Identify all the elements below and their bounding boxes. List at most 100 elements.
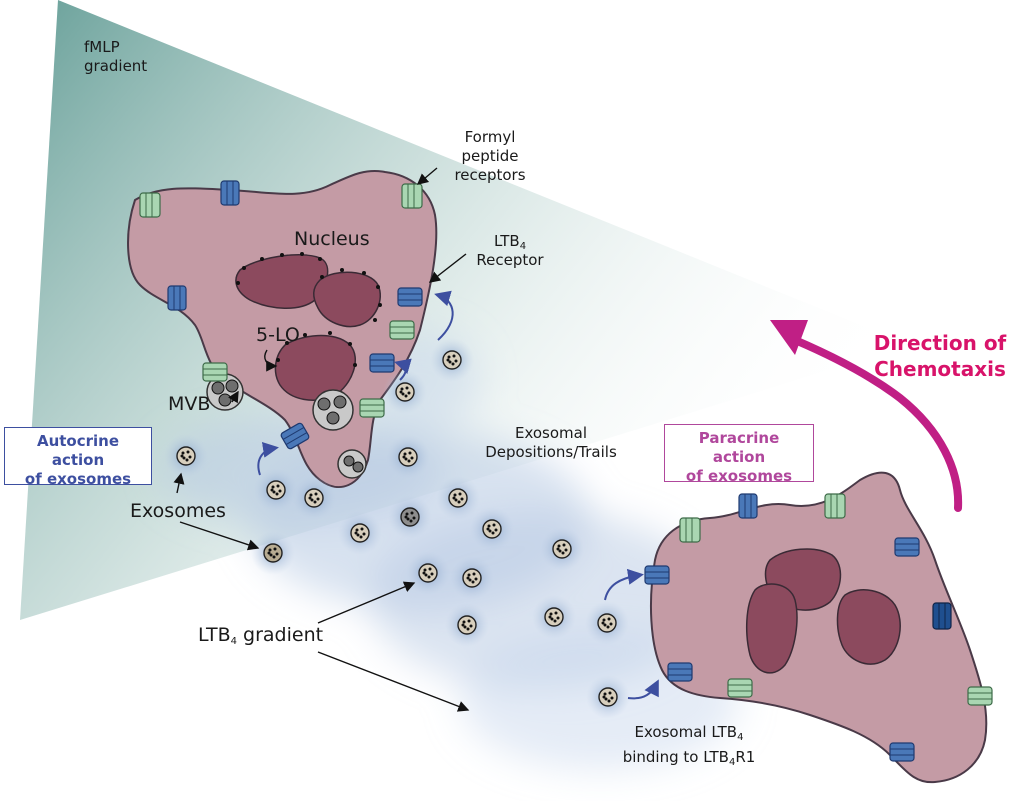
exosome-cargo-dot <box>608 691 612 695</box>
exosome-cargo-dot <box>362 532 366 536</box>
exosome-cargo-dot <box>276 484 280 488</box>
fmlp-label-line2: gradient <box>84 57 148 75</box>
ltb4-receptor <box>167 285 187 311</box>
exosome-cargo-dot <box>454 359 458 363</box>
ltb4-receptor-text: LTB <box>493 232 520 250</box>
exosome-cargo-dot <box>313 500 317 504</box>
fmlp-label-line1: fMLP <box>84 38 120 56</box>
blue-binding-arrows <box>257 290 659 700</box>
exosome <box>448 488 468 508</box>
ltb4-receptor <box>889 742 915 762</box>
exosome-cargo-dot <box>404 394 408 398</box>
exosome-cargo-dot <box>401 392 405 396</box>
exosome-cargo-dot <box>553 619 557 623</box>
exosome <box>176 446 196 466</box>
exosome-cargo-dot <box>556 616 560 620</box>
exosome-cargo-dot <box>549 612 553 616</box>
ltb4-receptor-bound <box>932 602 952 630</box>
exosome-cargo-dot <box>467 619 471 623</box>
exosome-cargo-dot <box>454 498 458 502</box>
exosome-cargo-dot <box>272 490 276 494</box>
ltb4-receptor-label: LTB4 Receptor <box>460 232 560 270</box>
ltb4-gradient-text: LTB <box>198 624 231 646</box>
exosome-cargo-dot <box>403 452 407 456</box>
exosome-cargo-dot <box>557 544 561 548</box>
exosome <box>350 523 370 543</box>
ltb4-gradient-label: LTB4 gradient <box>198 624 324 647</box>
exosome-cargo-dot <box>399 390 403 394</box>
left-cell-nucleus <box>235 254 381 401</box>
exosome-cargo-dot <box>409 519 413 523</box>
exosome-cargo-dot <box>278 489 282 493</box>
formyl-receptor <box>679 517 701 543</box>
exosome-cargo-dot <box>548 615 552 619</box>
binding-line2-sub: 4 <box>728 757 736 768</box>
exosome-cargo-dot <box>428 567 432 571</box>
ltb4-receptor <box>280 422 310 450</box>
formyl-receptor <box>727 678 753 698</box>
exosome-cargo-dot <box>408 451 412 455</box>
autocrine-line2: of exosomes <box>24 470 132 488</box>
exosome-cargo-dot <box>461 623 465 627</box>
exosome-cargo-dot <box>423 568 427 572</box>
ltb4-gradient-sub: 4 <box>230 636 237 647</box>
exosome <box>598 687 618 707</box>
exosome-cargo-dot <box>494 528 498 532</box>
exosome-cargo-dot <box>185 458 189 462</box>
exosome-cargo-dot <box>405 386 409 390</box>
ltb4-gradient-text2: gradient <box>237 624 324 646</box>
exosome-cargo-dot <box>609 622 613 626</box>
exosome-cargo-dot <box>466 627 470 631</box>
exosome-cargo-dot <box>602 618 606 622</box>
exosome-cargo-dot <box>488 529 492 533</box>
binding-line2: binding to LTB4R1 <box>604 748 774 768</box>
exosome-cargo-dot <box>182 456 186 460</box>
exosome-cargo-dot <box>407 459 411 463</box>
exosome-cargo-dot <box>314 492 318 496</box>
ltb4-receptor <box>644 565 670 585</box>
ltb4-receptor-line2: Receptor <box>476 251 544 269</box>
exosome-cargo-dot <box>412 516 416 520</box>
exosome-cargo-dot <box>406 517 410 521</box>
ltb4-receptor-line1: LTB4 <box>460 232 560 252</box>
exosome-cargo-dot <box>410 511 414 515</box>
exosome-cargo-dot <box>452 354 456 358</box>
exosomal-binding-label: Exosomal LTB4 binding to LTB4R1 <box>604 723 774 768</box>
exosome <box>266 480 286 500</box>
exosome-cargo-dot <box>400 387 404 391</box>
exosome-cargo-dot <box>430 572 434 576</box>
exosome-cargo-dot <box>463 625 467 629</box>
ltb4-receptor-sub: 4 <box>519 241 527 252</box>
exosome-cargo-dot <box>610 696 614 700</box>
autocrine-line1: Autocrine action <box>36 432 120 469</box>
exosome-cargo-dot <box>486 527 490 531</box>
exosome <box>442 350 462 370</box>
exosome-cargo-dot <box>472 572 476 576</box>
exosome-cargo-dot <box>603 623 607 627</box>
exosome-cargo-dot <box>410 456 414 460</box>
exosome-cargo-dot <box>448 360 452 364</box>
formyl-receptor <box>139 192 161 218</box>
exosome-cargo-dot <box>606 625 610 629</box>
exosome-cargo-dot <box>267 551 271 555</box>
exosome-cargo-dot <box>275 492 279 496</box>
ltb4-receptor <box>220 180 240 206</box>
exosome-cargo-dot <box>424 573 428 577</box>
exosome-cargo-dot <box>273 547 277 551</box>
exosome-cargo-dot <box>460 497 464 501</box>
exosome-group <box>164 338 630 719</box>
formyl-receptor <box>359 398 385 418</box>
exosome <box>457 615 477 635</box>
exosome-cargo-dot <box>270 488 274 492</box>
exosome <box>482 519 502 539</box>
exosome <box>597 613 617 633</box>
exosome-cargo-dot <box>354 531 358 535</box>
formyl-receptor <box>389 320 415 340</box>
exosome-cargo-dot <box>360 527 364 531</box>
exosome-cargo-dot <box>405 512 409 516</box>
exosome-cargo-dot <box>604 697 608 701</box>
exosome-cargo-dot <box>491 531 495 535</box>
exosome-cargo-dot <box>269 553 273 557</box>
exosome-cargo-dot <box>272 555 276 559</box>
